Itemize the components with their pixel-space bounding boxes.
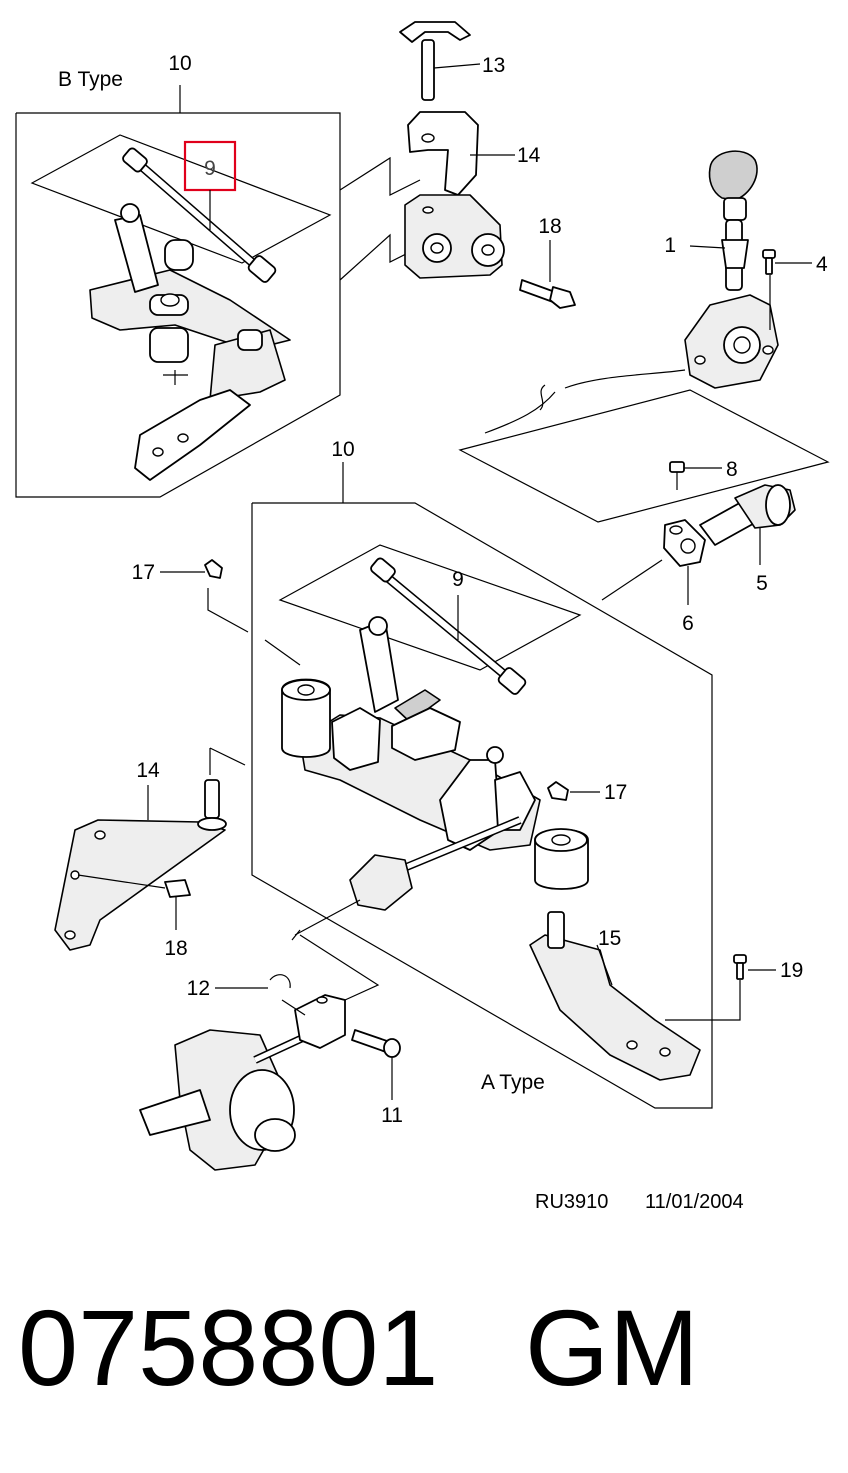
part-17-clip-left (160, 559, 223, 579)
callout-15: 15 (598, 927, 621, 950)
part-15-bracket (529, 911, 741, 1081)
a-type-outline (207, 462, 713, 1109)
callout-17-right: 17 (604, 781, 627, 804)
part-13-pin (399, 21, 481, 101)
cable-subassembly-outline (458, 389, 830, 523)
callout-17-left: 17 (132, 561, 155, 584)
part-6-bracket (663, 519, 706, 605)
callout-9: 9 (452, 568, 464, 591)
part-18-bolt-top (519, 240, 576, 309)
callout-18-top: 18 (538, 215, 561, 238)
callout-14: 14 (136, 759, 160, 782)
callout-18: 18 (164, 937, 187, 960)
part-12-clip (215, 974, 291, 989)
part-5-bushing (699, 484, 796, 565)
part-number: 0758801 (18, 1287, 438, 1408)
transmission-linkage (139, 934, 380, 1171)
reference-date: 11/01/2004 (645, 1191, 744, 1213)
part-19-screw (733, 954, 776, 980)
a-type-part-9-rod (370, 557, 527, 695)
callout-4: 4 (816, 253, 828, 276)
a-type-shift-assembly (281, 616, 589, 941)
callout-9-highlighted: 9 (204, 157, 216, 180)
reference-code: RU3910 (535, 1191, 608, 1213)
part-14-bracket-top (407, 111, 515, 196)
callout-19: 19 (780, 959, 803, 982)
shifter-housing (484, 275, 779, 434)
part-18-bolt (164, 879, 191, 930)
shifter-mount-block (404, 194, 505, 279)
b-type-inset (15, 85, 421, 498)
callout-1: 1 (664, 234, 676, 257)
part-11-pin (351, 1029, 401, 1100)
part-17-clip-right (547, 781, 600, 801)
a-type-label: A Type (481, 1071, 545, 1094)
callout-11: 11 (381, 1104, 403, 1127)
b-type-label: B Type (58, 68, 123, 91)
callout-12: 12 (187, 977, 210, 1000)
part-14-bracket-left (54, 747, 246, 951)
part-8-bolt (669, 461, 722, 490)
callout-5: 5 (756, 572, 768, 595)
callout-10: 10 (331, 438, 354, 461)
callout-13: 13 (482, 54, 505, 77)
b-type-shift-lever-drawing (89, 203, 291, 481)
brand-name: GM (525, 1287, 699, 1408)
part-4-screw (762, 249, 812, 275)
b-type-part-9-rod (122, 147, 277, 283)
part-1-gear-lever (689, 150, 758, 291)
callout-10-top: 10 (168, 52, 191, 75)
callout-6: 6 (682, 612, 694, 635)
callout-14-top: 14 (517, 144, 541, 167)
callout-8: 8 (726, 458, 738, 481)
